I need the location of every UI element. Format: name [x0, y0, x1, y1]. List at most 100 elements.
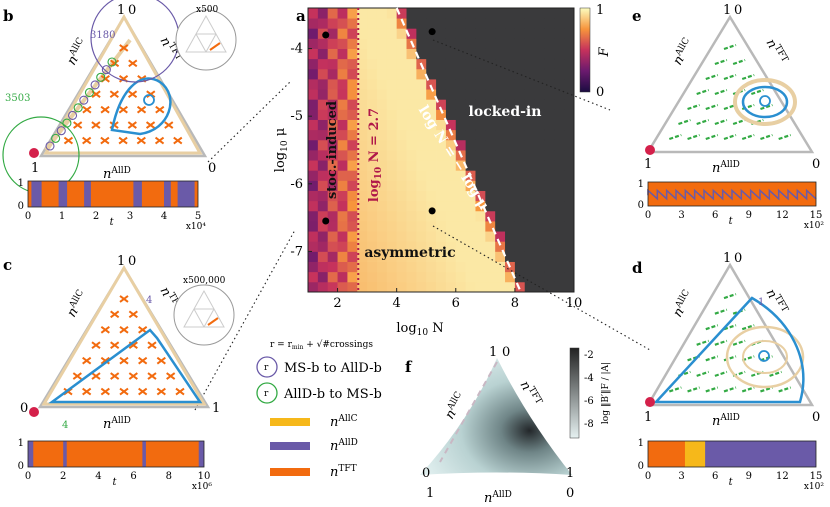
- field-arrow: [118, 136, 128, 145]
- ts-x-tick: 3: [127, 211, 133, 222]
- ms-center: [759, 95, 771, 107]
- heatmap-cell: [554, 129, 565, 141]
- heatmap-cell: [317, 200, 329, 212]
- field-arrow: [91, 372, 101, 380]
- heatmap-cell: [337, 150, 348, 161]
- heatmap-cell: [564, 170, 575, 181]
- heatmap-cell: [505, 129, 516, 141]
- heatmap-cell: [426, 261, 437, 273]
- heatmap-cell: [337, 139, 348, 151]
- heatmap-cell: [475, 8, 486, 19]
- heatmap-cell: [436, 18, 447, 29]
- vertex-top-right: 0: [734, 251, 742, 266]
- heatmap-cell: [317, 38, 329, 49]
- heatmap-cell: [455, 38, 467, 49]
- field-arrow: [166, 372, 176, 380]
- heatmap-cell: [475, 271, 486, 283]
- heatmap-cell: [475, 79, 486, 90]
- heatmap-cell: [376, 89, 388, 100]
- heatmap-cell: [485, 79, 496, 90]
- heatmap-cell: [436, 28, 447, 39]
- vertex-bottom-left: 1: [644, 410, 652, 425]
- heatmap-cell: [426, 109, 437, 120]
- heatmap-cell: [367, 38, 378, 49]
- field-arrow: [778, 133, 792, 141]
- heatmap-cell: [347, 89, 358, 100]
- heatmap-cell: [505, 119, 516, 131]
- legend-alld-swatch: [270, 442, 310, 450]
- heatmap-cell: [544, 58, 555, 70]
- heatmap-cell: [386, 48, 398, 60]
- heatmap-cell: [475, 119, 486, 131]
- heatmap-cell: [396, 160, 407, 171]
- heatmap-cell: [416, 210, 427, 222]
- heatmap-cell: [347, 58, 358, 70]
- colorbar-bottom: 0: [596, 85, 604, 100]
- field-arrow: [136, 105, 147, 114]
- heatmap-cell: [357, 241, 368, 252]
- heatmap-cell: [455, 119, 467, 131]
- heatmap-cell: [436, 190, 447, 202]
- heatmap-cell: [455, 99, 467, 110]
- heatmap-cell: [505, 79, 516, 90]
- heatmap-cell: [436, 129, 447, 141]
- heatmap-cell: [386, 221, 398, 232]
- heatmap-cell: [564, 271, 575, 283]
- heatmap-cell: [514, 180, 526, 191]
- heatmap-cell: [406, 109, 417, 120]
- heatmap-cell: [337, 58, 348, 70]
- heatmap-cell: [524, 160, 535, 171]
- field-arrow: [138, 387, 148, 396]
- panel-label: d: [632, 259, 643, 277]
- heatmap-cell: [524, 129, 535, 141]
- heatmap-cell: [416, 241, 427, 252]
- legend-alld: nAllD: [330, 438, 358, 454]
- ts-y-tick: 0: [18, 461, 24, 472]
- field-arrow: [147, 341, 157, 350]
- field-arrow: [723, 386, 737, 393]
- heatmap-cell: [396, 281, 407, 293]
- heatmap-cell: [534, 261, 545, 273]
- heatmap-cell: [416, 109, 427, 120]
- heatmap-cell: [396, 139, 407, 151]
- x-tick-label: 6: [452, 296, 460, 311]
- crossing-circle: [101, 65, 111, 75]
- heatmap-cell: [485, 261, 496, 273]
- field-arrow: [714, 118, 728, 126]
- heatmap-cell: [465, 79, 476, 90]
- field-arrow: [687, 386, 700, 393]
- heatmap-cell: [327, 281, 338, 293]
- heatmap-cell: [386, 190, 398, 202]
- field-arrow: [687, 103, 700, 111]
- heatmap-cell: [376, 18, 388, 29]
- heatmap-cell: [554, 170, 565, 181]
- heatmap-cell: [495, 48, 506, 60]
- heatmap-cell: [455, 251, 467, 262]
- heatmap-cell: [367, 231, 378, 242]
- heatmap-cell: [505, 68, 516, 80]
- heatmap-cell: [386, 28, 398, 39]
- heatmap-cell: [426, 8, 437, 19]
- crossing-circle: [96, 72, 106, 82]
- heatmap-cell: [396, 190, 407, 202]
- heatmap-cell: [485, 150, 496, 161]
- heatmap-cell: [347, 109, 358, 120]
- heatmap-cell: [514, 170, 526, 181]
- heatmap-cell: [475, 221, 486, 232]
- heatmap-cell: [564, 129, 575, 141]
- heatmap-cell: [564, 79, 575, 90]
- heatmap-cell: [347, 150, 358, 161]
- heatmap-cell: [544, 38, 555, 49]
- heatmap-cell: [327, 8, 338, 19]
- heatmap-cell: [455, 58, 467, 70]
- heatmap-cell: [308, 18, 319, 29]
- heatmap-cell: [495, 109, 506, 120]
- heatmap-cell: [406, 150, 417, 161]
- heatmap-cell: [327, 150, 338, 161]
- ts-y-tick: 0: [18, 201, 24, 212]
- colorbar-tick: -8: [584, 419, 594, 430]
- heatmap-cell: [436, 150, 447, 161]
- heatmap-cell: [357, 281, 368, 293]
- legend-allc: nAllC: [330, 414, 358, 430]
